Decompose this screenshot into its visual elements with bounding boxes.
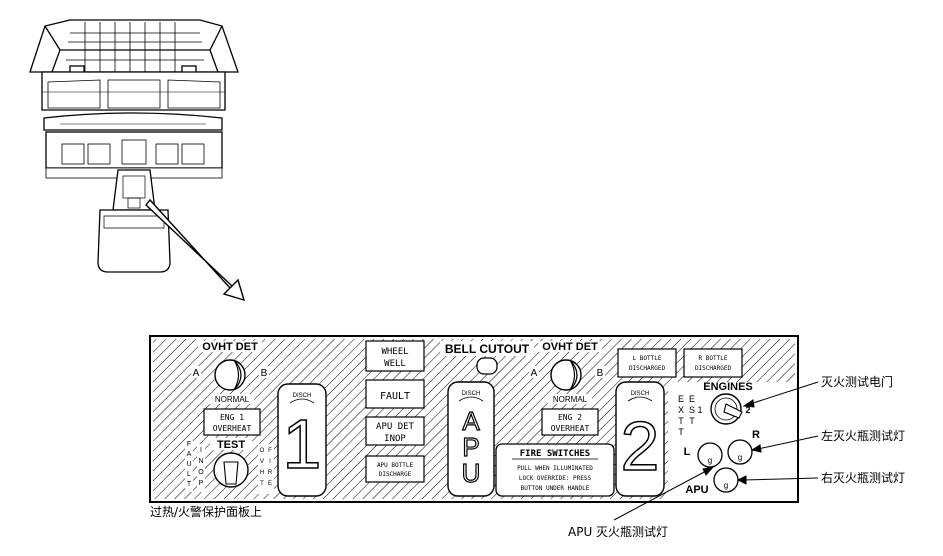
apu-fire-handle[interactable]: DISCH APU	[448, 382, 494, 496]
right-normal-label: NORMAL	[553, 395, 588, 404]
l-bottle-discharged-light: L BOTTLE DISCHARGED	[618, 349, 676, 377]
callout-apu-bottle-lamp: APU 灭火瓶测试灯	[568, 524, 668, 539]
engines-label: ENGINES	[703, 381, 753, 393]
right-ovht-det-switch[interactable]	[551, 360, 581, 390]
fire-switches-line3: BUTTON UNDER HANDLE	[521, 485, 590, 492]
left-a-label: A	[193, 368, 200, 379]
apu-handle-label: APU	[462, 406, 481, 488]
r-bottle-line1: R BOTTLE	[699, 355, 728, 362]
apu-bottle-line1: APU BOTTLE	[377, 462, 414, 469]
fire-switches-placard: FIRE SWITCHES PULL WHEN ILLUMINATED LOCK…	[496, 444, 614, 496]
switch-pos-1: 1	[697, 405, 702, 415]
apu-det-inop-light: APU DET INOP	[366, 417, 424, 445]
l-bottle-line1: L BOTTLE	[633, 355, 662, 362]
lamp-l-label: L	[684, 446, 691, 458]
lamp-l-g: g	[708, 456, 712, 465]
right-b-label: B	[597, 368, 604, 379]
r-bottle-line2: DISCHARGED	[695, 365, 732, 372]
fire-switches-line1: PULL WHEN ILLUMINATED	[517, 465, 593, 472]
disch-label-apu: DISCH	[462, 391, 481, 397]
left-bottle-test-lamp: g	[698, 443, 722, 467]
right-ovht-det-label: OVHT DET	[542, 341, 598, 353]
right-a-label: A	[531, 368, 538, 379]
extinguisher-test-switch[interactable]	[711, 394, 742, 424]
callout-test-switch: 灭火测试电门	[821, 374, 893, 389]
handle-1-number: 1	[283, 405, 322, 483]
callout-left-bottle-lamp: 左灭火瓶测试灯	[821, 428, 905, 443]
left-b-label: B	[261, 368, 268, 379]
eng1-overheat-light: ENG 1 OVERHEAT	[204, 409, 260, 435]
apu-det-line2: INOP	[384, 434, 406, 444]
eng2-overheat-light: ENG 2 OVERHEAT	[542, 409, 598, 435]
apu-det-line1: APU DET	[376, 422, 415, 432]
l-bottle-line2: DISCHARGED	[629, 365, 666, 372]
handle-2-number: 2	[621, 407, 660, 485]
fire-protection-panel: OVHT DET A B NORMAL ENG 1 OVERHEAT TEST …	[150, 336, 798, 502]
apu-bottle-discharge-light: APU BOTTLE DISCHARGE	[366, 456, 424, 482]
lamp-apu-g: g	[724, 481, 728, 490]
test-label: TEST	[217, 439, 245, 451]
left-ovht-det-label: OVHT DET	[202, 341, 258, 353]
fire-switches-line2: LOCK OVERRIDE: PRESS	[519, 475, 592, 482]
bell-cutout-button[interactable]	[477, 358, 497, 374]
left-ovht-det-switch[interactable]	[215, 360, 245, 390]
r-bottle-discharged-light: R BOTTLE DISCHARGED	[684, 349, 742, 377]
lamp-r-label: R	[752, 429, 760, 441]
test-switch[interactable]	[214, 453, 248, 487]
eng2-line2: OVERHEAT	[551, 424, 590, 433]
wheel-well-light: WHEEL WELL	[366, 341, 424, 371]
bell-cutout-label: BELL CUTOUT	[445, 342, 530, 356]
lamp-apu-label: APU	[685, 484, 708, 496]
wheel-line1: WHEEL	[381, 347, 408, 357]
eng2-line1: ENG 2	[558, 413, 582, 422]
engine2-fire-handle[interactable]: DISCH 2	[616, 382, 664, 496]
fire-switches-title: FIRE SWITCHES	[520, 449, 590, 459]
cockpit-overview	[30, 20, 244, 300]
disch-label-2: DISCH	[631, 391, 650, 397]
apu-bottle-line2: DISCHARGE	[379, 471, 412, 478]
disch-label-1: DISCH	[293, 393, 312, 399]
lamp-r-g: g	[738, 453, 742, 462]
right-bottle-test-lamp: g	[728, 440, 752, 464]
fault-light-label: FAULT	[380, 391, 410, 402]
eng1-line2: OVERHEAT	[213, 424, 252, 433]
left-normal-label: NORMAL	[215, 395, 250, 404]
callout-right-bottle-lamp: 右灭火瓶测试灯	[821, 470, 905, 485]
panel-location-caption: 过热/火警保护面板上	[150, 504, 262, 519]
engine1-fire-handle[interactable]: DISCH 1	[278, 384, 326, 496]
eng1-line1: ENG 1	[220, 413, 244, 422]
apu-bottle-test-lamp: g	[714, 468, 738, 492]
fault-light: FAULT	[366, 380, 424, 408]
wheel-line2: WELL	[384, 359, 406, 369]
